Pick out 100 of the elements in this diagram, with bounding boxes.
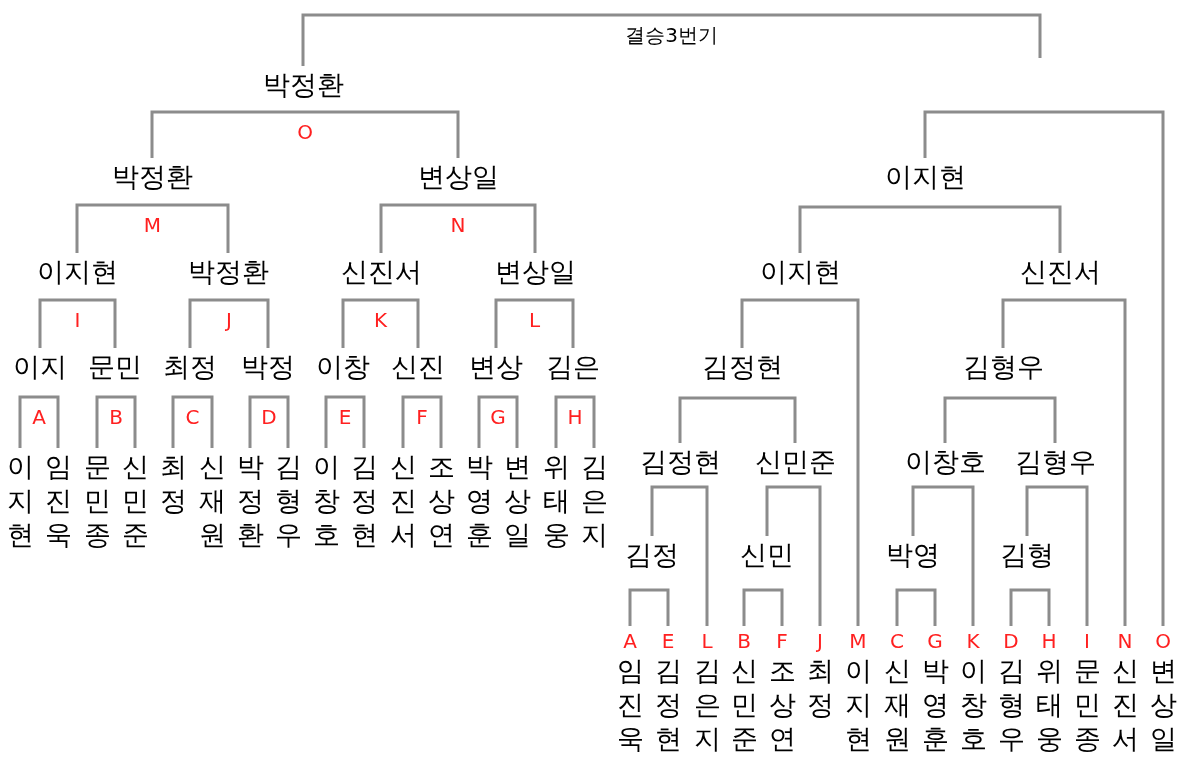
seed-letter: G <box>926 628 944 654</box>
edge-label: B <box>109 405 123 429</box>
bracket-line <box>740 298 860 626</box>
seed-letter: A <box>622 628 638 654</box>
seed-letter: K <box>965 628 981 654</box>
player-name: 김은지 <box>579 450 609 552</box>
bracket-line <box>248 395 290 448</box>
player-name: 신재원 <box>197 450 227 552</box>
bracket-line <box>1001 298 1127 626</box>
edge-label: F <box>416 405 428 429</box>
player-name: 이지 <box>13 350 67 384</box>
player-name: 문민종 <box>1072 654 1102 756</box>
seed-letter: N <box>1116 628 1134 654</box>
player-name: 최정 <box>163 350 217 384</box>
bracket-line <box>150 110 460 158</box>
seed-letter: D <box>1002 628 1020 654</box>
player-name: 김형우 <box>962 350 1044 384</box>
player-name: 신민준 <box>120 450 150 552</box>
player-name: 이지현 <box>759 255 841 289</box>
player-name: 박정환 <box>111 160 193 194</box>
player-name: 박영 <box>886 538 940 572</box>
player-name: 이창 <box>316 350 370 384</box>
seed-letter: B <box>736 628 752 654</box>
edge-label: I <box>74 308 81 332</box>
player-name: 임진욱 <box>615 654 645 756</box>
player-name: 신진서 <box>1019 255 1101 289</box>
player-name: 신민준 <box>754 445 836 479</box>
bracket-line <box>943 396 1057 443</box>
seed-letter: J <box>815 628 824 654</box>
bracket-line <box>188 298 270 348</box>
bracket-line <box>494 298 575 348</box>
player-name: 이지현 <box>843 654 873 756</box>
player-name: 김형우 <box>273 450 303 552</box>
player-name: 위태웅 <box>1034 654 1064 756</box>
bracket-line <box>678 396 797 443</box>
bracket-line <box>1009 588 1051 626</box>
seed-letter: C <box>889 628 905 654</box>
player-name: 이창호 <box>311 450 341 552</box>
player-name: 변상일 <box>494 255 576 289</box>
player-name: 위태웅 <box>541 450 571 552</box>
player-name: 김형 <box>1000 538 1054 572</box>
seed-letter: I <box>1083 628 1091 654</box>
bracket-line <box>341 298 420 348</box>
bracket-line <box>171 395 214 448</box>
player-name: 이지현 <box>5 450 35 552</box>
edge-label: K <box>373 308 388 332</box>
player-name: 박정 <box>241 350 295 384</box>
edge-label: E <box>338 405 352 429</box>
player-name: 신진 <box>391 350 445 384</box>
bracket-line <box>301 13 1042 66</box>
player-name: 김형우 <box>1014 445 1096 479</box>
edge-label: M <box>143 213 162 237</box>
player-name: 신민 <box>740 538 794 572</box>
bracket-line <box>95 395 137 448</box>
player-name: 변상일 <box>502 450 532 552</box>
seed-letter: L <box>700 628 714 654</box>
edge-label: O <box>297 120 313 144</box>
player-name: 김은지 <box>692 654 722 756</box>
bracket-line <box>75 203 230 253</box>
player-name: 변상일 <box>1148 654 1178 756</box>
edge-label: D <box>261 405 277 429</box>
player-name: 김정현 <box>701 350 783 384</box>
player-name: 이지현 <box>884 160 966 194</box>
bracket-line <box>923 110 1165 626</box>
edge-label: C <box>185 405 200 429</box>
edge-label: N <box>450 213 466 237</box>
seed-letter: M <box>848 628 868 654</box>
player-name: 신민준 <box>729 654 759 756</box>
bracket-line <box>798 205 1062 253</box>
player-name: 조상연 <box>767 654 797 756</box>
player-name: 신재원 <box>882 654 912 756</box>
player-name: 임진욱 <box>43 450 73 552</box>
player-name: 이창호 <box>904 445 986 479</box>
player-name: 김정현 <box>639 445 721 479</box>
player-name: 박영훈 <box>464 450 494 552</box>
player-name: 신진서 <box>340 255 422 289</box>
player-name: 박영훈 <box>920 654 950 756</box>
bracket-line <box>379 203 537 253</box>
player-name: 이지현 <box>36 255 118 289</box>
bracket-line <box>401 395 443 448</box>
player-name: 김정현 <box>349 450 379 552</box>
player-name: 박정환 <box>187 255 269 289</box>
player-name: 변상일 <box>417 160 499 194</box>
bracket-line <box>628 588 670 626</box>
player-name: 이창호 <box>958 654 988 756</box>
bracket-line <box>477 395 519 448</box>
bracket-line <box>18 395 60 448</box>
bracket-line <box>765 485 822 626</box>
bracket-line <box>911 485 975 626</box>
player-name: 김정 <box>625 538 679 572</box>
bracket-line <box>650 485 709 626</box>
player-name: 문민 <box>88 350 142 384</box>
edge-label: H <box>567 405 583 429</box>
seed-letter: H <box>1040 628 1058 654</box>
player-name: 박정환 <box>262 68 344 102</box>
seed-letter: E <box>660 628 676 654</box>
edge-label: G <box>490 405 506 429</box>
bracket-line <box>324 395 366 448</box>
player-name: 신진서 <box>388 450 418 552</box>
player-name: 김형우 <box>996 654 1026 756</box>
